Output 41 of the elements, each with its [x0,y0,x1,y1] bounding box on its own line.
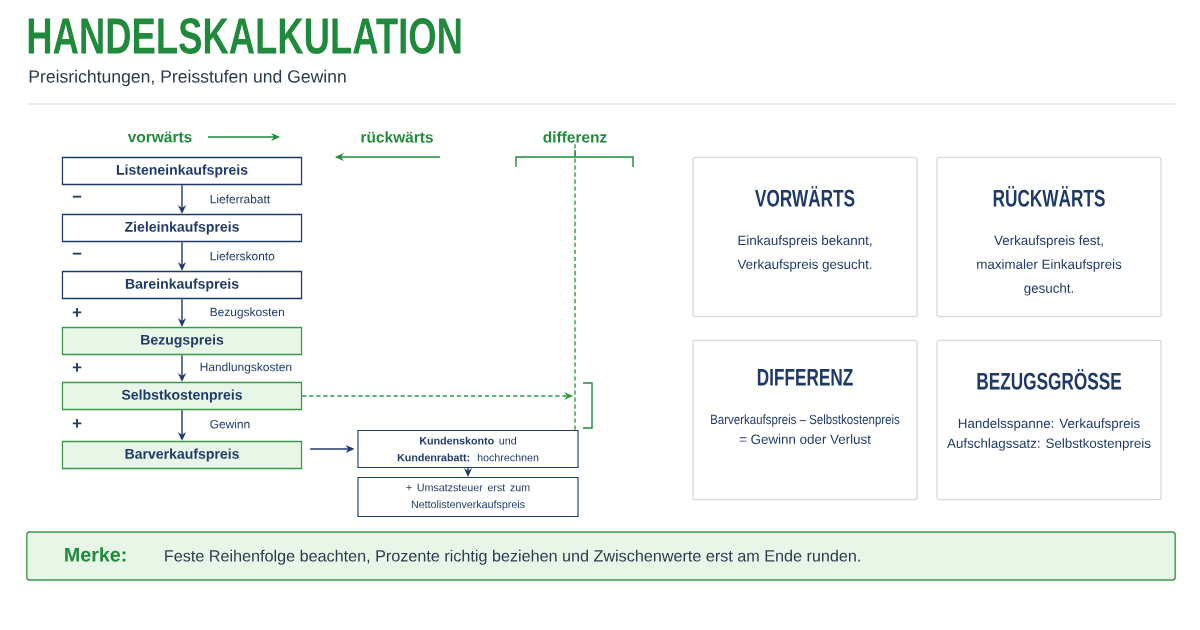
note-heading: Merke: [65,547,126,562]
card-text: Verkaufspreis fest, maximaler Einkaufspreis gesucht. [977,235,1122,296]
edge-label: Lieferskonto [208,250,277,262]
price-level-box: Bareinkaufspreis [61,270,303,300]
price-level-box: Barverkaufspreis [61,440,303,470]
info-card [692,339,918,501]
info-card [936,339,1162,501]
operator-sign: − [72,252,82,255]
card-text: Handelsspanne: Verkaufspreis [958,418,1140,431]
price-level-box: Selbstkostenpreis [61,381,303,411]
info-card [692,156,918,318]
edge-label: Bezugskosten [208,306,287,320]
info-card [936,156,1162,318]
edge-label: Lieferrabatt [208,193,272,205]
price-level-box: Bezugspreis [61,326,303,356]
card-text: Einkaufspreis bekannt, Verkaufspreis gesucht. [737,235,872,272]
price-level-box: Listeneinkaufspreis [61,156,303,186]
subtitle: Preisrichtungen, Preisstufen und Gewinn [29,69,346,87]
card-text: = Gewinn oder Verlust [739,434,871,444]
operator-sign: + [72,308,82,317]
operator-sign: − [72,195,82,198]
direction-label: differenz [543,131,607,143]
connector-line [574,143,576,431]
card-heading: VORWÄRTS [755,186,855,207]
note-text: Feste Reihenfolge beachten, Prozente richtig beziehen und Zwischenwerte erst am Ende runden. [165,549,860,565]
edge-label: Gewinn [208,418,252,430]
card-heading: RÜCKWÄRTS [993,186,1105,207]
direction-label: rückwärts [361,131,433,143]
card-text: Barverkaufspreis – Selbstkostenpreis [711,414,900,427]
operator-sign: + [72,419,82,428]
card-text: Aufschlagssatz: Selbstkostenpreis [947,438,1151,451]
card-heading: BEZUGSGRÖSSE [977,369,1122,390]
price-level-box: Zieleinkaufspreis [61,213,303,243]
step-box: Kundenskonto und Kundenrabatt: hochrechnen [357,429,579,469]
title: HANDELSKALKULATION [28,18,461,54]
card-heading: DIFFERENZ [757,369,853,386]
operator-sign: + [72,363,82,372]
step-box: + Umsatzsteuer erst zum Nettolistenverkaufspreis [357,476,579,518]
note-box [26,531,1176,581]
direction-label: vorwärts [127,131,192,143]
edge-label: Handlungskosten [198,361,294,375]
